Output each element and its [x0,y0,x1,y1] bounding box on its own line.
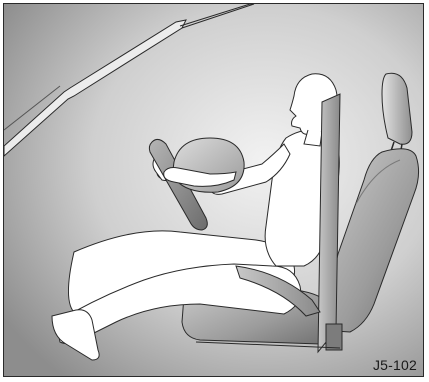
illustration-frame: J5-102 [3,3,424,377]
seatbelt-shoulder-strap [318,94,340,352]
figure-reference-code: J5-102 [373,357,417,373]
car-interior-illustration [4,4,424,377]
